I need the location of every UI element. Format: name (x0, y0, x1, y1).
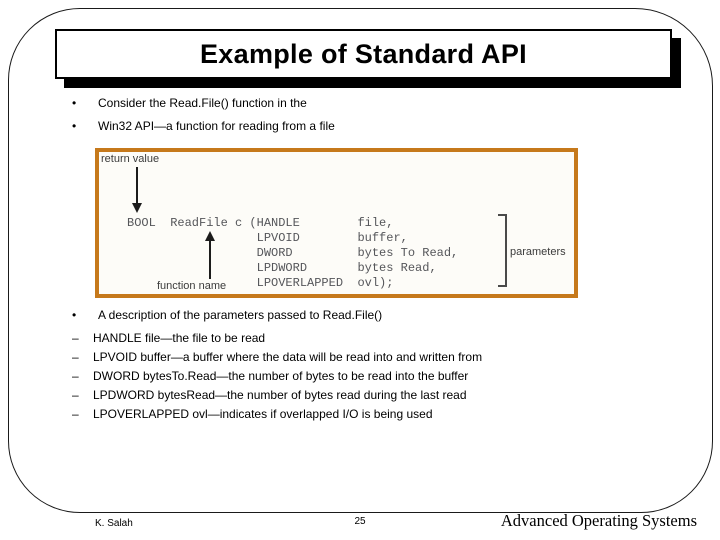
footer-page-number: 25 (354, 516, 366, 527)
bullet-text: DWORD bytesTo.Read—the number of bytes t… (93, 369, 469, 383)
bullet-text: LPOVERLAPPED ovl—indicates if overlapped… (93, 407, 433, 421)
list-item: • Win32 API—a function for reading from … (72, 120, 652, 133)
title-box: Example of Standard API (55, 29, 672, 79)
bullet-marker: – (72, 369, 79, 383)
bullet-marker: – (72, 331, 79, 345)
down-arrow-icon (132, 167, 142, 213)
parameters-label: parameters (510, 246, 566, 258)
footer-course: Advanced Operating Systems (500, 511, 697, 530)
slide-title: Example of Standard API (200, 38, 527, 69)
bullet-marker: • (72, 308, 77, 322)
return-value-label: return value (101, 153, 160, 165)
function-signature-code: BOOL ReadFile c (HANDLE file, LPVOID buf… (127, 216, 459, 290)
bullet-text: HANDLE file—the file to be read (93, 331, 266, 345)
bullet-text: Win32 API—a function for reading from a … (98, 119, 335, 133)
description-heading-text: A description of the parameters passed t… (98, 308, 383, 322)
bullet-text: LPDWORD bytesRead—the number of bytes re… (93, 388, 467, 402)
bullet-marker: – (72, 407, 79, 421)
list-item: – LPOVERLAPPED ovl—indicates if overlapp… (72, 405, 682, 424)
list-item: – DWORD bytesTo.Read—the number of bytes… (72, 367, 682, 386)
code-figure: return value BOOL ReadFile c (HANDLE fil… (95, 148, 578, 298)
slide-border-frame (8, 8, 713, 513)
bullet-marker: • (72, 96, 77, 110)
bullet-marker: – (72, 350, 79, 364)
bullet-text: Consider the Read.File() function in the (98, 96, 307, 110)
list-item: – LPDWORD bytesRead—the number of bytes … (72, 386, 682, 405)
bullet-marker: • (72, 119, 77, 133)
bullet-marker: – (72, 388, 79, 402)
footer-author: K. Salah (95, 518, 133, 529)
description-heading: • A description of the parameters passed… (72, 309, 682, 322)
parameter-list: – HANDLE file—the file to be read – LPVO… (72, 329, 682, 424)
intro-bullet-list: • Consider the Read.File() function in t… (72, 97, 652, 143)
parameters-bracket (498, 214, 507, 287)
function-name-label: function name (157, 280, 227, 292)
list-item: – HANDLE file—the file to be read (72, 329, 682, 348)
bullet-text: LPVOID buffer—a buffer where the data wi… (93, 350, 483, 364)
up-arrow-icon (205, 231, 215, 279)
description-section: • A description of the parameters passed… (72, 309, 682, 424)
list-item: • Consider the Read.File() function in t… (72, 97, 652, 110)
code-figure-inner: return value BOOL ReadFile c (HANDLE fil… (99, 152, 574, 294)
list-item: – LPVOID buffer—a buffer where the data … (72, 348, 682, 367)
